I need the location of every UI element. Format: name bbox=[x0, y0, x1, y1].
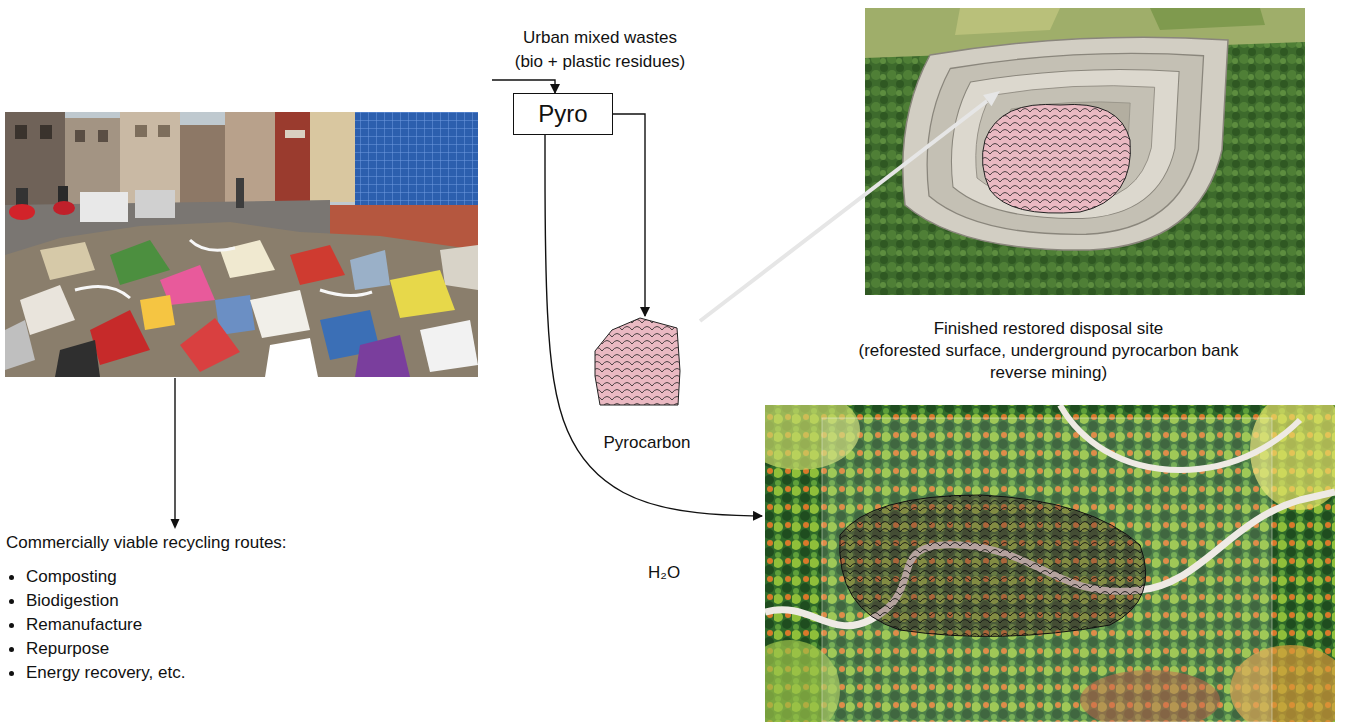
street-waste-photo-part bbox=[440, 245, 478, 290]
street-waste-photo-part bbox=[40, 242, 95, 280]
street-waste-photo-part bbox=[98, 130, 108, 142]
transfer-arrow bbox=[700, 91, 1000, 321]
street-waste-photo-part bbox=[236, 178, 244, 208]
quarry-photo-part bbox=[982, 104, 1130, 213]
node-heading: Pyro bbox=[514, 94, 612, 133]
street-waste-photo-part bbox=[135, 190, 175, 218]
street-waste-photo-part bbox=[355, 112, 478, 220]
street-waste-photo-part bbox=[250, 290, 310, 338]
restored-site-photo-part bbox=[765, 405, 1335, 722]
flow-arrow bbox=[492, 80, 555, 93]
street-waste-photo-part bbox=[58, 186, 68, 203]
street-waste-photo-part bbox=[80, 192, 128, 222]
flow-arrow bbox=[545, 135, 762, 516]
restored-site-photo bbox=[765, 405, 1335, 722]
quarry-photo bbox=[865, 8, 1305, 295]
list-item: Remanufacture bbox=[26, 614, 142, 636]
pyrocarbon-shape bbox=[592, 316, 684, 408]
street-waste-photo-part bbox=[135, 125, 147, 137]
street-waste-photo-part bbox=[5, 320, 35, 370]
bullet-dot bbox=[9, 647, 14, 652]
street-waste-photo-part bbox=[285, 130, 305, 138]
flow-arrow bbox=[613, 114, 645, 316]
street-waste-photo-part bbox=[55, 340, 100, 377]
street-waste-photo-part bbox=[16, 188, 28, 206]
recycling-arrow bbox=[171, 378, 180, 529]
street-waste-photo-part bbox=[53, 201, 75, 215]
node-heading: Pyrocarbon bbox=[592, 432, 702, 454]
transfer-arrow-part bbox=[983, 91, 1000, 106]
street-waste-photo-part bbox=[40, 125, 52, 139]
node-heading: Finished restored disposal site bbox=[762, 318, 1335, 340]
restored-site-photo-part bbox=[840, 495, 1146, 636]
street-waste-photo-part bbox=[265, 338, 318, 377]
street-waste-photo-part bbox=[158, 125, 170, 137]
street-waste-photo-part bbox=[140, 295, 175, 330]
street-waste-photo-part bbox=[15, 125, 27, 139]
street-waste-photo-part bbox=[225, 112, 275, 204]
transfer-arrow-part bbox=[700, 101, 987, 321]
street-waste-photo bbox=[5, 112, 478, 377]
street-waste-photo-part bbox=[9, 204, 35, 220]
street-waste-photo-part bbox=[355, 335, 410, 377]
street-waste-photo-part bbox=[420, 320, 478, 372]
list-heading: Commercially viable recycling routes: bbox=[6, 532, 287, 554]
restored-site-photo-part bbox=[822, 418, 1272, 722]
bullet-dot bbox=[9, 671, 14, 676]
list-item: Repurpose bbox=[26, 638, 109, 660]
street-waste-photo-part bbox=[180, 318, 240, 372]
bullet-dot bbox=[9, 599, 14, 604]
street-waste-photo-part bbox=[350, 250, 390, 290]
disposal-site: Finished restored disposal site(reforest… bbox=[762, 313, 1335, 722]
street-waste-photo-part bbox=[90, 310, 150, 365]
bullet-dot bbox=[9, 575, 14, 580]
street-waste-photo-part bbox=[180, 125, 225, 210]
street-waste-photo-part bbox=[5, 222, 478, 377]
bullet-dot bbox=[9, 623, 14, 628]
node-heading: Urban mixed wastes (bio + plastic residu… bbox=[511, 26, 689, 74]
street-waste-photo-part bbox=[5, 112, 478, 377]
quarry-photo-part bbox=[1150, 8, 1265, 30]
street-waste-photo-part bbox=[290, 245, 345, 285]
quarry-photo-part bbox=[955, 8, 1060, 35]
pyrocarbon-outline bbox=[595, 318, 680, 405]
street-waste-photo-part bbox=[275, 112, 315, 212]
street-waste-photo-part bbox=[75, 130, 85, 142]
street-waste-photo-part bbox=[20, 285, 75, 335]
list-item: Energy recovery, etc. bbox=[26, 662, 185, 684]
recycling-arrow-part bbox=[174, 378, 175, 520]
quarry-photo-part bbox=[951, 70, 1179, 219]
restored-site-photo-part bbox=[1060, 405, 1300, 470]
node-subtext: (reforested surface, underground pyrocar… bbox=[844, 340, 1254, 384]
quarry-photo-part bbox=[865, 8, 1305, 295]
quarry-photo-part bbox=[927, 53, 1203, 234]
process-box: Pyro bbox=[513, 93, 613, 135]
list-item: Biodigestion bbox=[26, 590, 119, 612]
edge-label: H₂O bbox=[646, 562, 682, 584]
pyrocarbon-heap: Pyrocarbon bbox=[592, 316, 702, 456]
street-waste-photo-part bbox=[310, 112, 355, 202]
street-waste-photo-part bbox=[75, 240, 372, 298]
recycling-arrow-part bbox=[171, 519, 180, 529]
street-waste-photo-part bbox=[220, 240, 275, 278]
list-item: Composting bbox=[26, 566, 117, 588]
input-label: Urban mixed wastes (bio + plastic residu… bbox=[490, 26, 710, 80]
street-waste-photo-part bbox=[390, 270, 455, 318]
quarry-photo-part bbox=[903, 37, 1228, 250]
street-waste-photo-part bbox=[110, 240, 170, 285]
